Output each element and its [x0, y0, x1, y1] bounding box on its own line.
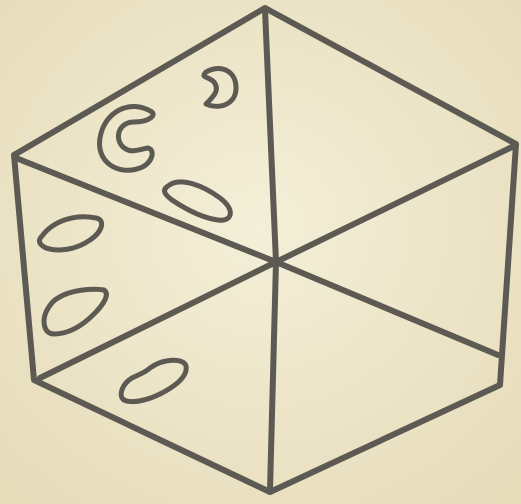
drawing-canvas: [0, 0, 521, 504]
hexagon-figure: [0, 0, 521, 504]
paper-background: [0, 0, 521, 504]
